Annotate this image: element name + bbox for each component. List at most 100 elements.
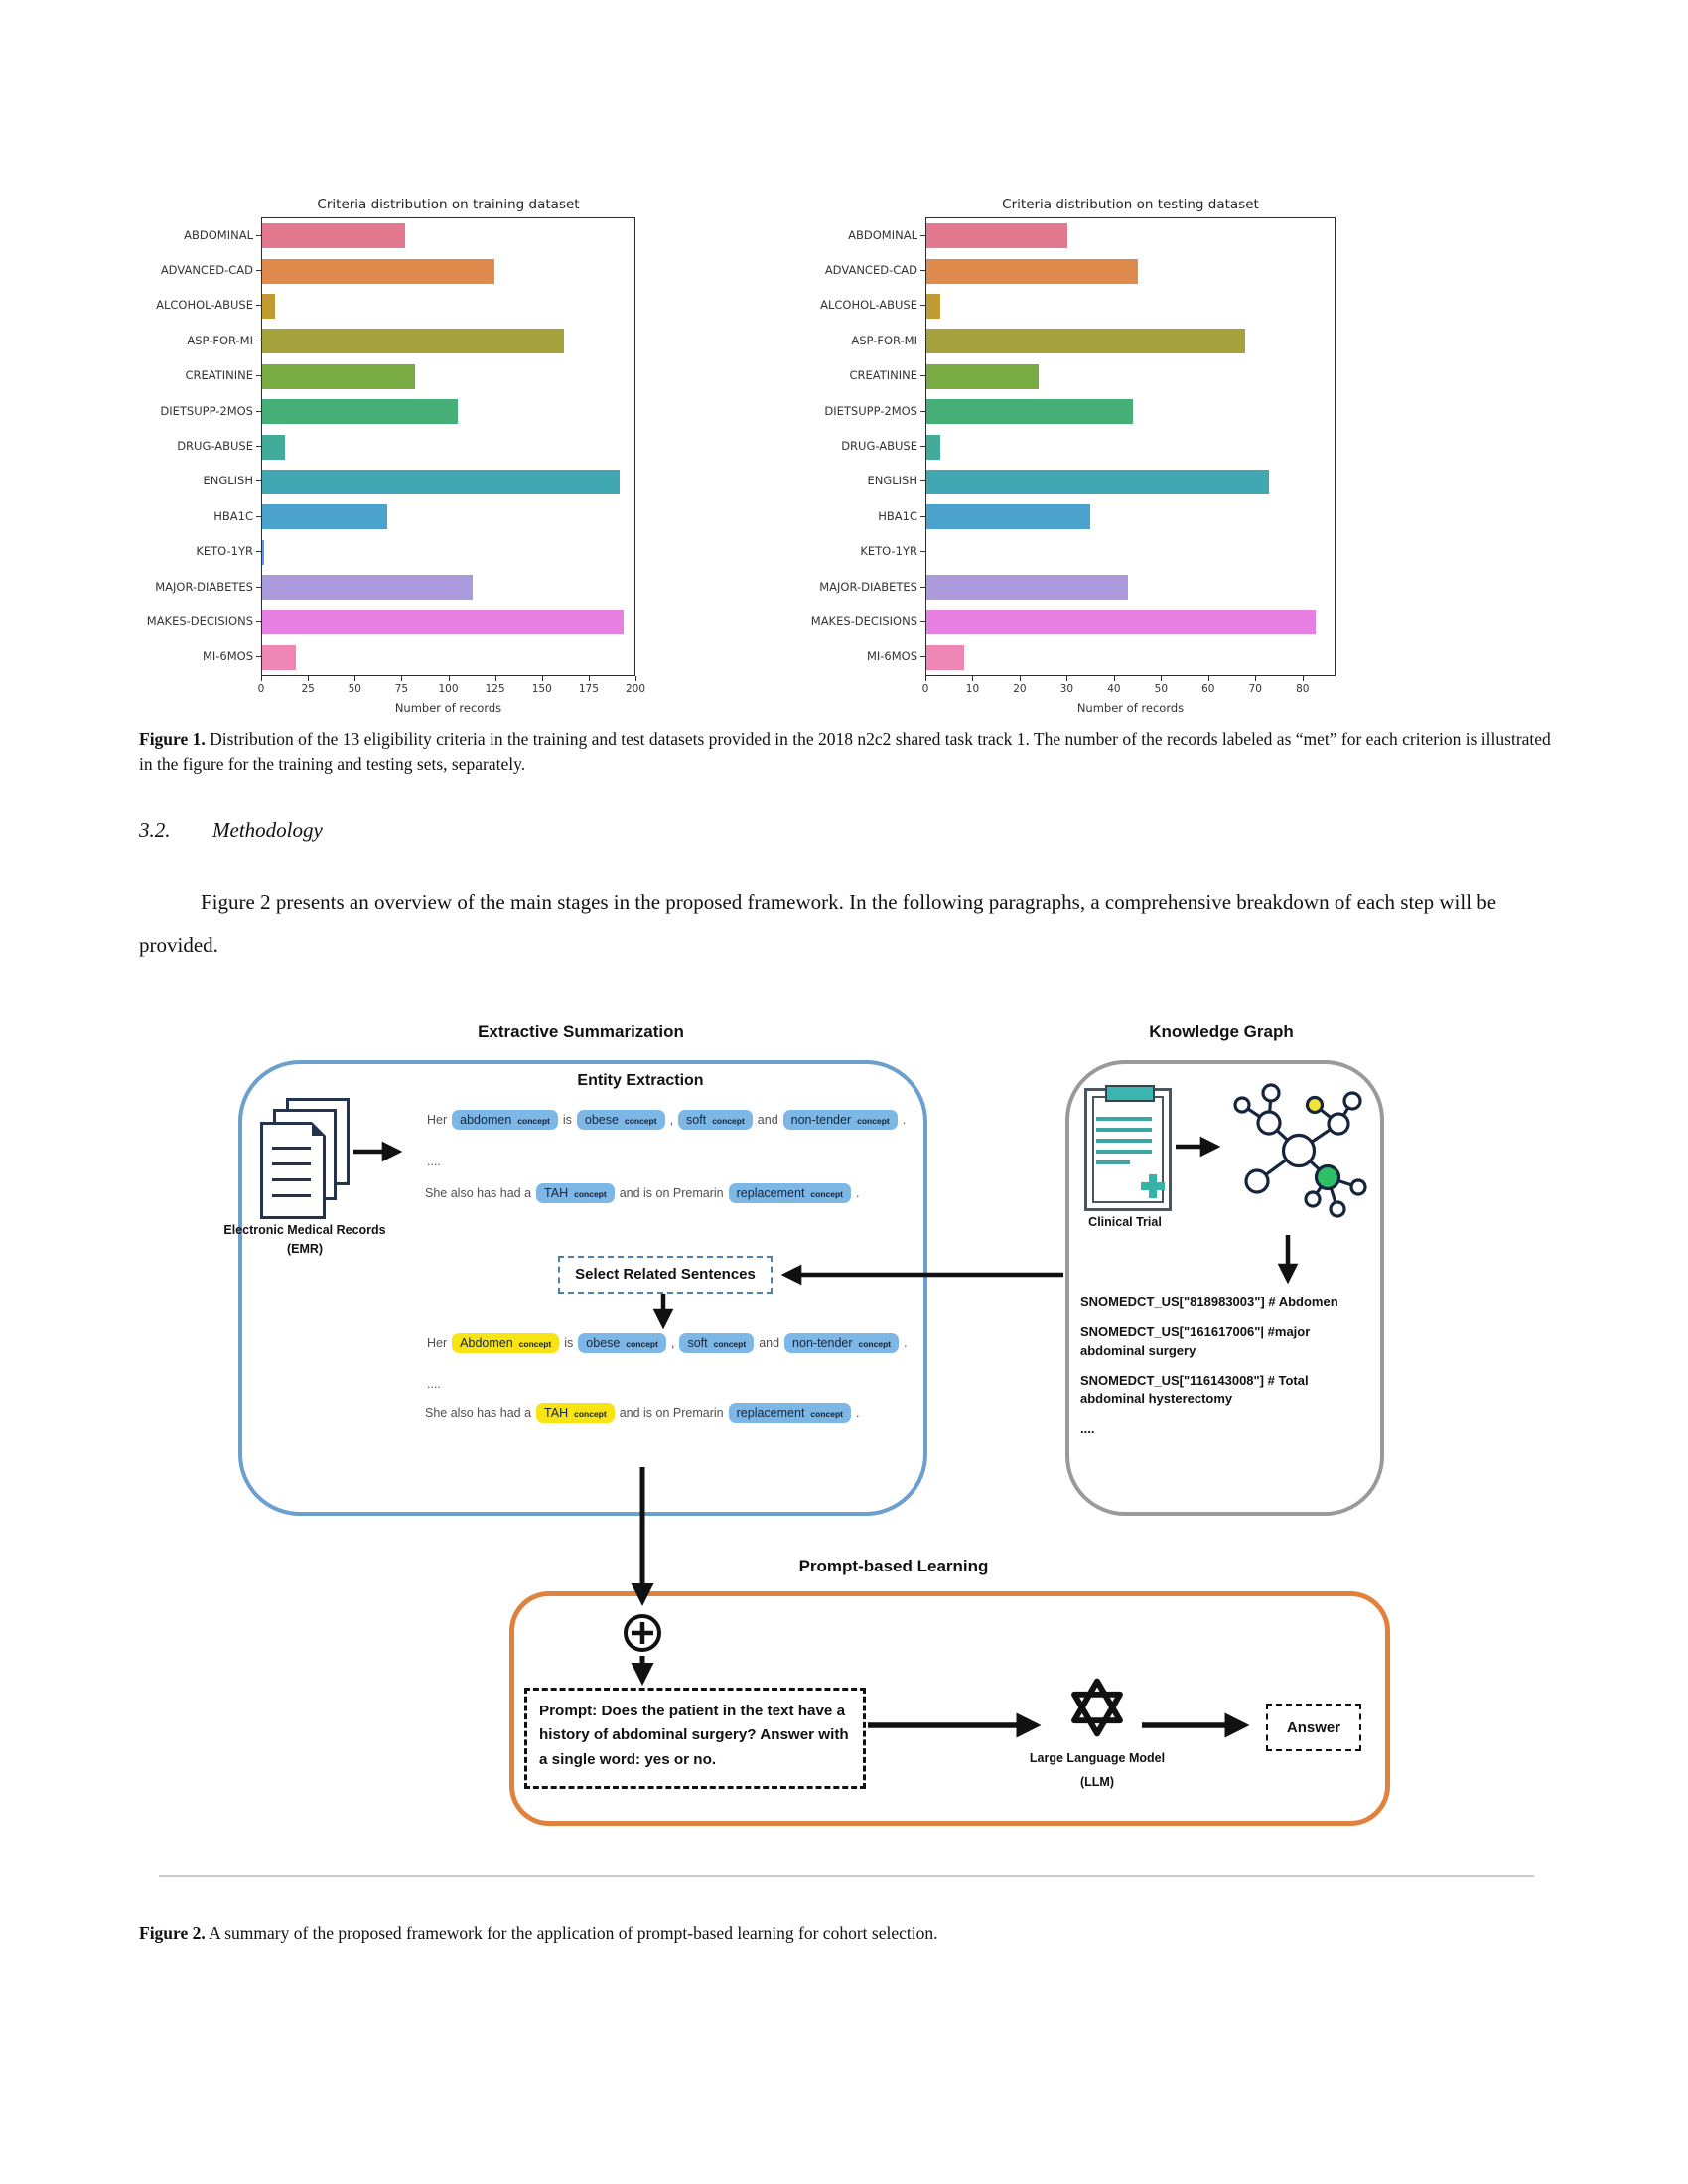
divider-rule — [159, 1875, 1534, 1877]
bar-drug-abuse — [926, 434, 941, 460]
category-label: HBA1C — [878, 508, 917, 523]
y-tick — [256, 551, 261, 553]
x-tick — [1113, 676, 1115, 681]
category-label: MAKES-DECISIONS — [810, 614, 917, 628]
x-tick — [1207, 676, 1209, 681]
sentence-text: Her — [427, 1113, 448, 1127]
knowledge-graph-title: Knowledge Graph — [1149, 1023, 1294, 1041]
testing-criteria-chart: Criteria distribution on testing dataset… — [800, 197, 1336, 715]
y-tick — [256, 480, 261, 482]
y-tick — [256, 620, 261, 622]
y-tick — [920, 446, 925, 447]
x-tick — [1066, 676, 1068, 681]
sentence-text: . — [856, 1186, 860, 1200]
bar-dietsupp-2mos — [262, 399, 458, 425]
concept-tag: concept — [574, 1409, 607, 1419]
x-tick — [1161, 676, 1163, 681]
emr-documents-icon — [260, 1098, 352, 1219]
bar-creatinine — [262, 363, 415, 389]
x-tick-label: 175 — [578, 683, 599, 695]
concept-tag: concept — [517, 1116, 550, 1126]
sentence-text: , — [669, 1113, 674, 1127]
category-label: ABDOMINAL — [184, 227, 253, 242]
y-tick — [920, 375, 925, 377]
bar-mi-6mos — [262, 644, 296, 670]
x-tick — [1255, 676, 1257, 681]
bar-makes-decisions — [926, 610, 1317, 635]
emr-label: Electronic Medical Records (EMR) — [223, 1223, 386, 1257]
bar-alcohol-abuse — [262, 293, 276, 319]
concept-tag: concept — [857, 1116, 890, 1126]
category-label: KETO-1YR — [196, 544, 253, 559]
sentence-text: .... — [427, 1155, 441, 1168]
x-tick-label: 50 — [348, 683, 361, 695]
y-tick — [920, 586, 925, 588]
sentence-text: . — [904, 1336, 908, 1350]
category-label: MAJOR-DIABETES — [819, 579, 917, 594]
x-tick-label: 0 — [921, 683, 929, 695]
bar-alcohol-abuse — [926, 293, 941, 319]
x-tick — [1019, 676, 1021, 681]
llm-openai-logo-icon — [1071, 1678, 1123, 1737]
entity-extraction-heading: Entity Extraction — [577, 1072, 704, 1089]
x-tick-label: 60 — [1201, 683, 1215, 695]
category-label: MI-6MOS — [202, 649, 253, 664]
y-tick — [256, 234, 261, 236]
sentence-text: and is on Premarin — [619, 1406, 724, 1420]
clinical-trial-label: Clinical Trial — [1088, 1215, 1162, 1229]
category-label: CREATININE — [849, 368, 917, 383]
bar-english — [926, 469, 1269, 494]
y-tick — [920, 551, 925, 553]
bar-asp-for-mi — [262, 329, 564, 354]
concept-tag: concept — [810, 1409, 844, 1419]
figure2-caption-text: A summary of the proposed framework for … — [205, 1923, 938, 1943]
prompt-body: Does the patient in the text have a hist… — [539, 1703, 849, 1768]
prompt-based-learning-title: Prompt-based Learning — [798, 1557, 989, 1575]
x-tick — [588, 676, 590, 681]
x-tick — [1302, 676, 1304, 681]
x-tick — [635, 676, 636, 681]
chart-title: Criteria distribution on training datase… — [317, 197, 580, 212]
x-tick-label: 10 — [965, 683, 980, 695]
x-tick — [448, 676, 450, 681]
category-label: DRUG-ABUSE — [841, 439, 917, 453]
extractive-summarization-title: Extractive Summarization — [478, 1023, 684, 1041]
category-label: ADVANCED-CAD — [824, 263, 917, 278]
x-tick — [308, 676, 310, 681]
section-title: Methodology — [212, 818, 323, 842]
bar-creatinine — [926, 363, 1040, 389]
concept-tag: concept — [624, 1116, 657, 1126]
x-tick — [354, 676, 356, 681]
y-tick — [256, 446, 261, 447]
y-tick — [920, 656, 925, 658]
category-label: ENGLISH — [867, 474, 917, 488]
y-tick — [920, 515, 925, 517]
y-tick — [256, 515, 261, 517]
figure2-caption-label: Figure 2. — [139, 1923, 206, 1943]
figure1-caption: Figure 1. Distribution of the 13 eligibi… — [139, 726, 1554, 778]
y-tick — [256, 586, 261, 588]
figure1-caption-label: Figure 1. — [139, 729, 206, 749]
bar-advanced-cad — [262, 258, 495, 284]
section-heading: 3.2.Methodology — [139, 818, 323, 843]
snomed-line: .... — [1080, 1421, 1095, 1436]
bar-abdominal — [262, 223, 406, 249]
bar-major-diabetes — [262, 575, 473, 601]
sentence-text: is — [564, 1336, 574, 1350]
x-tick-label: 50 — [1154, 683, 1169, 695]
llm-label: Large Language Model (LLM) — [1029, 1751, 1166, 1790]
x-tick — [401, 676, 403, 681]
bar-hba1c — [262, 504, 387, 530]
sentence-text: and is on Premarin — [619, 1186, 724, 1200]
category-label: DIETSUPP-2MOS — [160, 403, 253, 418]
